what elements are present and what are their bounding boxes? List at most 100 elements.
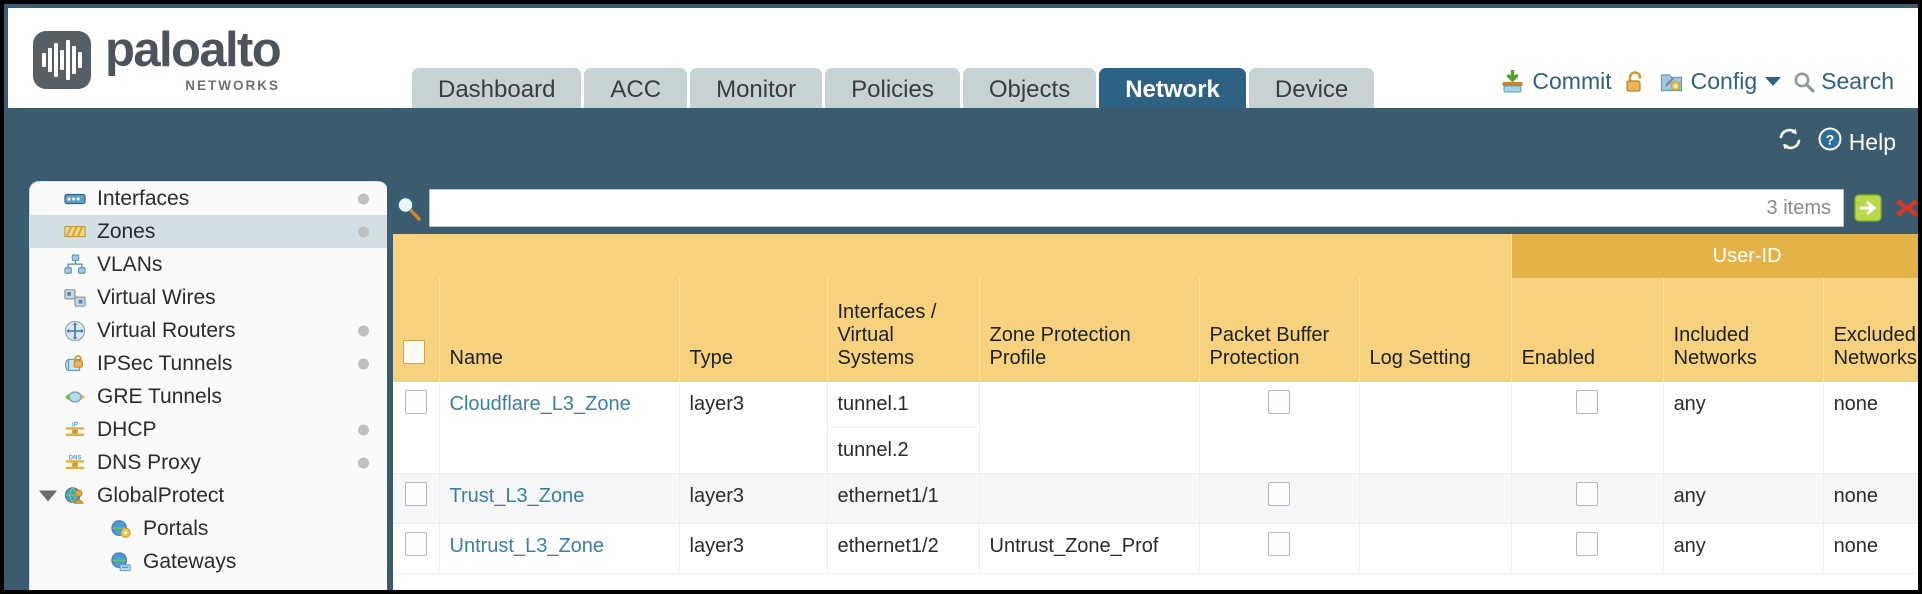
header-actions: Commit xyxy=(1499,68,1894,95)
userid-enabled-checkbox[interactable] xyxy=(1576,482,1599,506)
commit-button[interactable]: Commit xyxy=(1499,68,1612,95)
tab-network[interactable]: Network xyxy=(1099,68,1246,112)
sidebar-item-label: Virtual Wires xyxy=(97,286,216,309)
refresh-icon xyxy=(1777,127,1803,157)
row-checkbox[interactable] xyxy=(404,532,427,556)
row-select-cell xyxy=(393,473,440,524)
refresh-button[interactable] xyxy=(1777,127,1803,157)
main-content: 3 items xyxy=(387,182,1918,590)
sidebar-item-label: Gateways xyxy=(143,550,237,573)
zone-name-cell: Cloudflare_L3_Zone xyxy=(439,382,680,474)
help-icon: ? xyxy=(1817,126,1843,158)
zone-name-link[interactable]: Untrust_L3_Zone xyxy=(449,535,605,557)
sidebar-item-label: Virtual Routers xyxy=(97,319,236,342)
commit-label: Commit xyxy=(1532,68,1612,94)
sidebar-item-portals[interactable]: Portals xyxy=(30,512,387,545)
column-header-excluded-networks[interactable]: Excluded Networks xyxy=(1823,278,1918,382)
interface-entry: ethernet1/1 xyxy=(837,485,939,507)
status-dot xyxy=(358,358,369,369)
help-label: Help xyxy=(1848,128,1896,155)
zone-name-cell: Trust_L3_Zone xyxy=(439,473,680,524)
search-button[interactable]: Search xyxy=(1793,68,1894,95)
tab-policies[interactable]: Policies xyxy=(825,68,960,112)
packet-buffer-protection-checkbox[interactable] xyxy=(1268,532,1290,556)
sidebar-item-globalprotect[interactable]: GlobalProtect xyxy=(30,479,387,512)
column-header-zone-protection-profile[interactable]: Zone Protection Profile xyxy=(979,278,1200,382)
excluded-networks-cell: none xyxy=(1823,523,1918,574)
globalprotect-icon xyxy=(62,485,88,507)
lock-button[interactable] xyxy=(1624,70,1646,94)
column-header-type[interactable]: Type xyxy=(679,278,828,382)
userid-enabled-cell xyxy=(1511,473,1664,524)
column-header-packet-buffer-protection[interactable]: Packet Buffer Protection xyxy=(1199,278,1360,382)
column-header-included-networks[interactable]: Included Networks xyxy=(1663,278,1824,382)
status-dot xyxy=(358,193,369,204)
sidebar-item-label: GRE Tunnels xyxy=(97,385,222,408)
ipsec-tunnels-icon xyxy=(62,353,88,375)
column-header-name[interactable]: Name xyxy=(439,278,680,382)
zone-name-link[interactable]: Trust_L3_Zone xyxy=(449,485,585,507)
sidebar-item-vlans[interactable]: VLANs xyxy=(30,248,387,281)
clear-filter-icon[interactable] xyxy=(1892,193,1918,223)
zone-name-link[interactable]: Cloudflare_L3_Zone xyxy=(449,393,631,415)
zone-protection-profile-cell xyxy=(979,382,1200,474)
logo[interactable]: paloalto NETWORKS xyxy=(33,23,282,93)
tab-objects[interactable]: Objects xyxy=(962,68,1097,112)
column-header-enabled[interactable]: Enabled xyxy=(1511,278,1664,382)
row-checkbox[interactable] xyxy=(404,482,427,506)
packet-buffer-protection-checkbox[interactable] xyxy=(1268,390,1290,414)
config-menu[interactable]: Config xyxy=(1658,68,1782,95)
sidebar-item-interfaces[interactable]: Interfaces xyxy=(30,182,387,215)
help-button[interactable]: ? Help xyxy=(1817,126,1896,158)
table-group-header-row: User-ID xyxy=(393,234,1918,278)
column-header-log-setting[interactable]: Log Setting xyxy=(1359,278,1512,382)
packet-buffer-protection-checkbox[interactable] xyxy=(1268,482,1290,506)
zone-protection-profile-cell xyxy=(979,473,1200,524)
tab-monitor[interactable]: Monitor xyxy=(690,68,823,112)
portals-icon xyxy=(108,518,134,540)
packet-buffer-protection-cell xyxy=(1199,523,1360,574)
search-field-wrapper[interactable]: 3 items xyxy=(429,189,1844,227)
column-header-interfaces-virtual-systems[interactable]: Interfaces / Virtual Systems xyxy=(827,278,980,382)
search-input[interactable] xyxy=(442,195,1757,221)
expand-triangle-icon[interactable] xyxy=(39,490,57,501)
sidebar-item-virtual-wires[interactable]: Virtual Wires xyxy=(30,281,387,314)
sidebar-item-label: Interfaces xyxy=(97,187,190,210)
interface-entry: ethernet1/2 xyxy=(837,535,939,557)
tab-dashboard[interactable]: Dashboard xyxy=(412,68,582,112)
userid-enabled-checkbox[interactable] xyxy=(1576,390,1599,414)
sidebar-item-label: VLANs xyxy=(97,253,163,276)
row-checkbox[interactable] xyxy=(404,390,427,414)
select-all-checkbox[interactable] xyxy=(403,340,425,364)
tab-acc[interactable]: ACC xyxy=(584,68,688,112)
logo-wordmark: paloalto xyxy=(105,23,282,77)
tab-device[interactable]: Device xyxy=(1248,68,1375,112)
packet-buffer-protection-cell xyxy=(1199,382,1360,474)
sidebar-item-label: Portals xyxy=(143,517,209,540)
apply-filter-icon[interactable] xyxy=(1853,193,1883,223)
search-icon xyxy=(1793,71,1815,93)
sidebar-item-zones[interactable]: Zones xyxy=(30,215,387,248)
sidebar-item-ipsec-tunnels[interactable]: IPSec Tunnels xyxy=(30,347,387,380)
interface-entry: tunnel.2 xyxy=(837,439,909,461)
sidebar-item-gateways[interactable]: Gateways xyxy=(30,545,387,578)
userid-enabled-cell xyxy=(1511,382,1664,474)
sidebar-item-virtual-routers[interactable]: Virtual Routers xyxy=(30,314,387,347)
search-label: Search xyxy=(1821,68,1894,94)
zone-type-cell: layer3 xyxy=(679,473,828,524)
sub-toolbar: ? Help xyxy=(8,108,1918,180)
interfaces-cell: ethernet1/1 xyxy=(827,473,980,524)
sidebar-item-gre-tunnels[interactable]: GRE Tunnels xyxy=(30,380,387,413)
sidebar-item-label: DNS Proxy xyxy=(97,451,201,474)
userid-enabled-checkbox[interactable] xyxy=(1576,532,1599,556)
sidebar-item-label: IPSec Tunnels xyxy=(97,352,233,375)
